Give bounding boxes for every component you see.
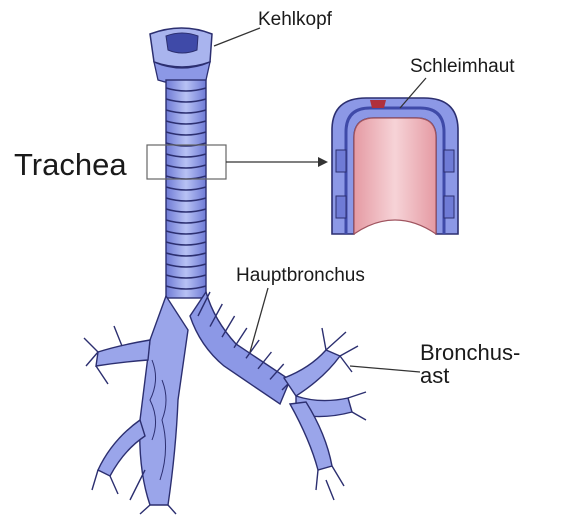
label-hauptbronchus: Hauptbronchus <box>236 266 365 286</box>
larynx <box>150 28 212 84</box>
right-bronchial-tree <box>284 328 366 500</box>
left-bronchial-tree <box>84 296 188 514</box>
leader-bronchusast <box>350 366 420 372</box>
label-kehlkopf: Kehlkopf <box>258 10 332 30</box>
tracheal-cross-section <box>332 98 458 234</box>
bronchial-ring <box>234 328 247 348</box>
trachea-tube <box>166 80 206 298</box>
right-main-bronchus <box>190 292 296 404</box>
label-bronchusast-line1: Bronchus- <box>420 341 520 364</box>
label-bronchusast-line2: ast <box>420 364 520 387</box>
leader-hauptbronchus <box>250 288 268 352</box>
leader-kehlkopf <box>214 28 260 46</box>
label-schleimhaut: Schleimhaut <box>410 57 515 77</box>
label-bronchusast: Bronchus- ast <box>420 341 520 387</box>
label-trachea: Trachea <box>14 149 127 182</box>
trachea-arrow <box>226 157 328 167</box>
